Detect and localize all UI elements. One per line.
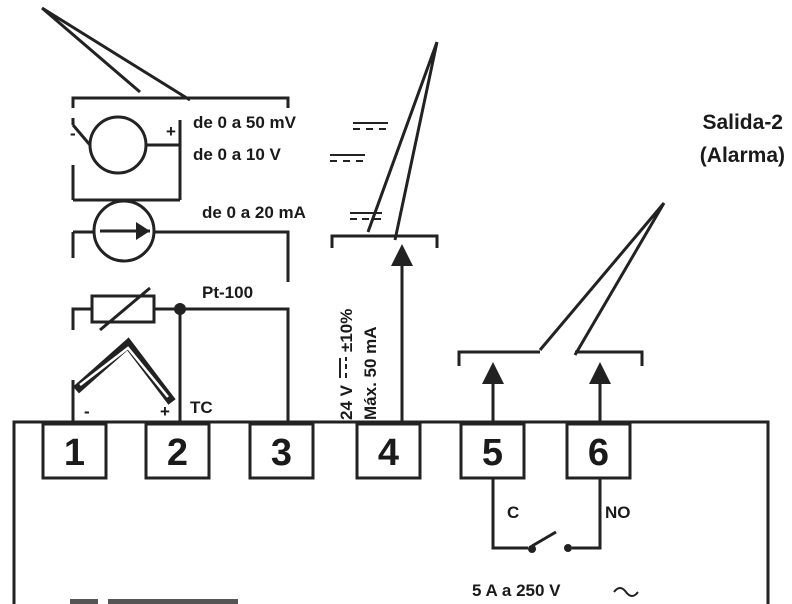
label-no: NO: [605, 503, 631, 522]
thermocouple-icon: [71, 309, 182, 422]
voltage-source-icon: [71, 115, 182, 202]
device-body: [12, 420, 770, 604]
relay-switch-arm: [538, 202, 666, 356]
title-alarma: (Alarma): [700, 144, 785, 167]
current-source-icon: [71, 199, 290, 282]
label-ma: de 0 a 20 mA: [202, 203, 306, 222]
supply-arrow-head: [391, 244, 413, 266]
terminal-5-box: [459, 422, 526, 480]
minus-voltage: -: [70, 124, 76, 143]
rtd-icon: [71, 286, 290, 422]
terminal-1: 1: [64, 432, 85, 474]
label-rating: 5 A a 250 V: [472, 581, 561, 600]
relay-bracket: [457, 350, 644, 366]
plus-tc: +: [160, 402, 170, 421]
terminal-6-box: [565, 422, 632, 480]
title-salida: Salida-2: [702, 111, 783, 134]
label-supply-tolerance: ±10%: [337, 309, 356, 352]
label-supply-current: Máx. 50 mA: [361, 326, 380, 420]
label-com: C: [507, 503, 519, 522]
terminal-2-box: [144, 422, 211, 480]
dc-symbol: [350, 212, 382, 220]
cut-off-text: [70, 599, 238, 604]
minus-tc: -: [84, 402, 90, 421]
terminal-3: 3: [271, 432, 292, 474]
terminal-4-box: [355, 422, 422, 480]
supply-bracket: [330, 234, 439, 248]
ac-symbol: [613, 587, 639, 597]
label-mv: de 0 a 50 mV: [193, 113, 297, 132]
input-switch-arm: [41, 6, 191, 102]
supply-switch-arm: [366, 41, 439, 241]
label-pt100: Pt-100: [202, 283, 253, 302]
plus-voltage: +: [166, 122, 176, 141]
dc-symbol: [330, 122, 388, 162]
terminal-4: 4: [378, 432, 399, 474]
input-bracket-top: [71, 96, 290, 108]
label-v: de 0 a 10 V: [193, 145, 282, 164]
terminal-1-box: [41, 422, 108, 480]
label-tc: TC: [190, 398, 213, 417]
dc-symbol: [339, 357, 347, 378]
terminal-6: 6: [588, 432, 609, 474]
terminal-2: 2: [167, 432, 188, 474]
terminal-3-box: [248, 422, 315, 480]
terminal-5: 5: [482, 432, 503, 474]
label-supply-voltage: 24 V: [337, 384, 356, 420]
relay-contact-icon: [491, 478, 602, 553]
